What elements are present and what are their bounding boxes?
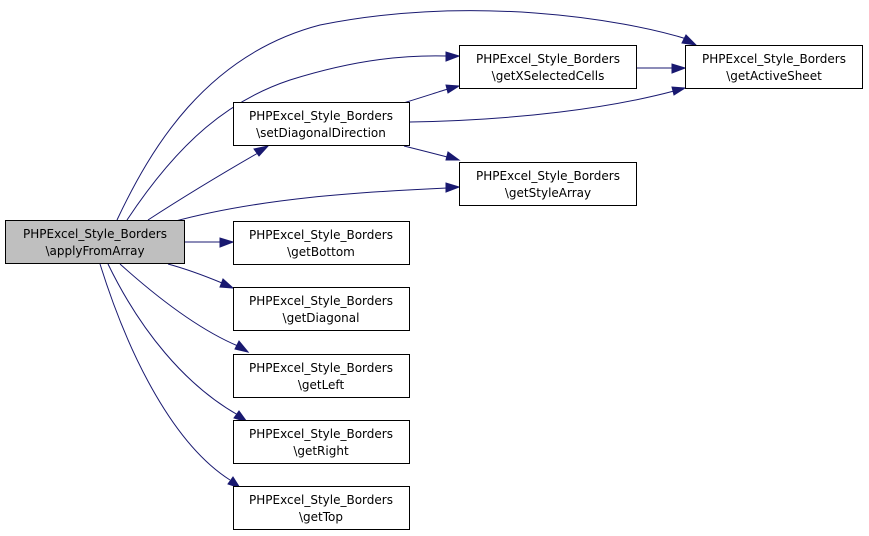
arrowhead-icon xyxy=(445,84,461,94)
edge-applyFromArray-to-getStyleArray xyxy=(171,182,461,223)
node-label-line2: \setDiagonalDirection xyxy=(256,126,386,140)
node-box xyxy=(233,486,410,530)
edge-line xyxy=(147,152,259,221)
arrowhead-icon xyxy=(445,51,461,62)
arrowhead-icon xyxy=(253,145,270,157)
node-label-line2: \getTop xyxy=(299,510,343,524)
node-label-line2: \getActiveSheet xyxy=(726,69,822,83)
node-getDiagonal[interactable]: PHPExcel_Style_Borders \getDiagonal xyxy=(233,287,410,331)
edge-line xyxy=(116,10,691,221)
node-label-line1: PHPExcel_Style_Borders xyxy=(249,294,393,308)
node-box xyxy=(459,45,637,89)
edges xyxy=(99,10,698,489)
edge-setDiagonalDirection-to-getStyleArray xyxy=(403,145,461,161)
edge-line xyxy=(167,263,223,284)
node-label-line2: \getStyleArray xyxy=(505,186,591,200)
nodes: PHPExcel_Style_Borders \applyFromArray P… xyxy=(5,45,863,530)
node-box xyxy=(233,354,410,398)
edge-line xyxy=(403,145,448,158)
edge-applyFromArray-to-getActiveSheet xyxy=(116,10,698,221)
node-box xyxy=(233,287,410,331)
arrowhead-icon xyxy=(681,34,698,46)
edge-applyFromArray-to-getBottom xyxy=(185,237,235,248)
arrowhead-icon xyxy=(445,182,461,193)
arrowhead-icon xyxy=(234,340,250,353)
edge-applyFromArray-to-getLeft xyxy=(119,263,250,353)
node-box xyxy=(233,221,410,265)
edge-line xyxy=(107,263,239,416)
node-box xyxy=(5,220,185,264)
node-label-line2: \applyFromArray xyxy=(45,244,144,258)
node-label-line1: PHPExcel_Style_Borders xyxy=(23,227,167,241)
node-box xyxy=(233,102,410,146)
node-label-line1: PHPExcel_Style_Borders xyxy=(476,169,620,183)
node-box xyxy=(233,420,410,464)
edge-applyFromArray-to-getTop xyxy=(99,263,242,489)
node-label-line2: \getLeft xyxy=(298,378,345,392)
node-label-line1: PHPExcel_Style_Borders xyxy=(249,109,393,123)
node-applyFromArray[interactable]: PHPExcel_Style_Borders \applyFromArray xyxy=(5,220,185,264)
node-label-line2: \getRight xyxy=(293,444,349,458)
node-getXSelectedCells[interactable]: PHPExcel_Style_Borders \getXSelectedCell… xyxy=(459,45,637,89)
edge-line xyxy=(171,187,448,223)
edge-applyFromArray-to-getXSelectedCells xyxy=(126,51,461,221)
node-getTop[interactable]: PHPExcel_Style_Borders \getTop xyxy=(233,486,410,530)
edge-line xyxy=(119,263,239,347)
edge-getXSelectedCells-to-getActiveSheet xyxy=(636,63,687,74)
node-label-line2: \getXSelectedCells xyxy=(492,69,605,83)
edge-line xyxy=(99,263,231,481)
node-label-line1: PHPExcel_Style_Borders xyxy=(702,52,846,66)
arrowhead-icon xyxy=(219,278,235,289)
node-getRight[interactable]: PHPExcel_Style_Borders \getRight xyxy=(233,420,410,464)
edge-applyFromArray-to-setDiagonalDirection xyxy=(147,145,270,221)
edge-line xyxy=(409,90,675,123)
edge-setDiagonalDirection-to-getXSelectedCells xyxy=(399,84,461,105)
node-label-line1: PHPExcel_Style_Borders xyxy=(476,52,620,66)
edge-setDiagonalDirection-to-getActiveSheet xyxy=(409,86,687,123)
node-label-line1: PHPExcel_Style_Borders xyxy=(249,427,393,441)
node-label-line2: \getBottom xyxy=(287,245,355,259)
arrowhead-icon xyxy=(671,63,687,74)
node-box xyxy=(459,162,637,206)
node-label-line1: PHPExcel_Style_Borders xyxy=(249,493,393,507)
node-getLeft[interactable]: PHPExcel_Style_Borders \getLeft xyxy=(233,354,410,398)
node-label-line2: \getDiagonal xyxy=(283,311,360,325)
node-getBottom[interactable]: PHPExcel_Style_Borders \getBottom xyxy=(233,221,410,265)
edge-applyFromArray-to-getDiagonal xyxy=(167,263,235,289)
edge-line xyxy=(126,55,448,221)
arrowhead-icon xyxy=(671,86,687,96)
arrowhead-icon xyxy=(445,151,461,161)
node-getStyleArray[interactable]: PHPExcel_Style_Borders \getStyleArray xyxy=(459,162,637,206)
node-label-line1: PHPExcel_Style_Borders xyxy=(249,228,393,242)
edge-line xyxy=(399,88,449,105)
node-label-line1: PHPExcel_Style_Borders xyxy=(249,361,393,375)
arrowhead-icon xyxy=(219,237,235,248)
node-setDiagonalDirection[interactable]: PHPExcel_Style_Borders \setDiagonalDirec… xyxy=(233,102,410,146)
node-box xyxy=(685,45,863,89)
node-getActiveSheet[interactable]: PHPExcel_Style_Borders \getActiveSheet xyxy=(685,45,863,89)
